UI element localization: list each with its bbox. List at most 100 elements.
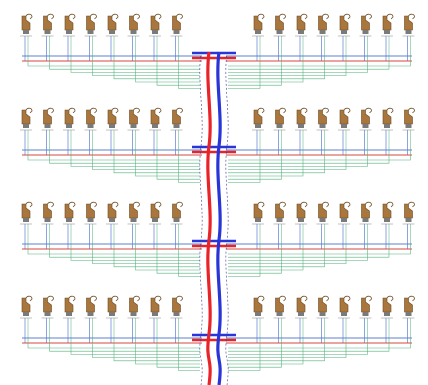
drain-line <box>156 56 200 86</box>
fixture-body <box>129 203 138 219</box>
drain-line <box>228 56 347 76</box>
drain-line <box>228 244 347 264</box>
fixture-base <box>319 30 326 34</box>
fixture-body <box>107 109 117 125</box>
drain-line <box>49 244 200 258</box>
fixture-body <box>172 15 181 31</box>
fixture-base <box>87 218 94 222</box>
fixture-body <box>382 203 392 219</box>
fixture-base <box>130 30 137 34</box>
fixture-icon <box>381 107 394 131</box>
fixture-spout <box>154 13 162 20</box>
fixture-body <box>107 203 117 219</box>
drain-line <box>92 56 200 76</box>
fixture-icon <box>41 13 54 37</box>
fixture-base <box>152 218 158 222</box>
fixture-spout <box>176 295 183 302</box>
fixture-icon <box>338 201 351 225</box>
fixture-icon <box>338 295 351 319</box>
drain-line <box>228 56 282 86</box>
fixture-icon <box>170 295 183 319</box>
drain-line <box>228 338 347 358</box>
fixture-base <box>319 124 326 128</box>
fixture-body <box>150 203 160 219</box>
fixture-icon <box>127 13 140 37</box>
fixture-spout <box>133 295 140 302</box>
fixture-base <box>298 30 304 34</box>
fixture-base <box>23 312 29 316</box>
fixture-icon <box>84 13 97 37</box>
fixture-icon <box>273 107 286 131</box>
fixture-icon <box>273 13 286 37</box>
drain-line <box>92 150 200 170</box>
drain-line <box>178 56 200 89</box>
fixture-body <box>404 203 413 219</box>
fixture-body <box>382 109 392 125</box>
fixture-body <box>150 109 160 125</box>
fixture-icon <box>63 13 76 37</box>
fixture-body <box>253 297 263 313</box>
fixture-icon <box>106 107 119 131</box>
drain-line <box>156 244 200 274</box>
fixture-body <box>361 203 370 219</box>
fixture-spout <box>300 107 308 114</box>
fixture-spout <box>300 13 308 20</box>
fixture-icon <box>106 201 119 225</box>
fixture-spout <box>300 201 308 208</box>
drain-line <box>228 150 261 183</box>
fixture-icon <box>170 107 183 131</box>
fixture-icon <box>252 295 265 319</box>
fixture-base <box>405 218 412 222</box>
fixture-body <box>129 15 138 31</box>
fixture-spout <box>133 107 140 114</box>
fixture-base <box>173 218 180 222</box>
fixture-icon <box>381 13 394 37</box>
fixture-spout <box>25 13 33 20</box>
fixture-body <box>172 297 181 313</box>
fixture-icon <box>359 13 372 37</box>
fixture-body <box>339 297 349 313</box>
fixture-base <box>44 312 51 316</box>
fixture-icon <box>127 107 140 131</box>
floor-groups <box>20 13 415 371</box>
fixture-spout <box>47 201 54 208</box>
fixture-base <box>298 312 304 316</box>
fixture-body <box>339 203 349 219</box>
fixture-spout <box>90 201 97 208</box>
fixture-body <box>275 297 284 313</box>
fixture-spout <box>279 201 286 208</box>
fixture-spout <box>154 107 162 114</box>
riser-pipe <box>206 51 212 385</box>
fixture-body <box>86 109 95 125</box>
fixture-base <box>23 30 29 34</box>
drain-line <box>228 150 347 170</box>
fixture-icon <box>402 13 415 37</box>
fixture-icon <box>402 107 415 131</box>
fixture-body <box>86 15 95 31</box>
fixture-body <box>64 15 74 31</box>
fixture-body <box>107 15 117 31</box>
drain-line <box>228 244 282 274</box>
fixture-icon <box>84 201 97 225</box>
fixture-base <box>152 312 158 316</box>
fixture-icon <box>295 13 308 37</box>
fixture-base <box>23 124 29 128</box>
fixture-icon <box>63 201 76 225</box>
drain-line <box>156 150 200 180</box>
fixture-base <box>44 218 51 222</box>
drain-line <box>228 56 411 67</box>
fixture-spout <box>257 13 265 20</box>
fixture-icon <box>20 295 33 319</box>
fixture-spout <box>47 107 54 114</box>
fixture-spout <box>279 13 286 20</box>
risers <box>199 51 229 385</box>
fixture-body <box>107 297 117 313</box>
fixture-icon <box>106 13 119 37</box>
fixture-spout <box>257 201 265 208</box>
fixture-base <box>87 30 94 34</box>
drain-line <box>113 150 200 174</box>
fixture-icon <box>20 13 33 37</box>
fixture-body <box>43 109 52 125</box>
drain-line <box>228 56 368 73</box>
riser-pipe <box>216 51 222 385</box>
